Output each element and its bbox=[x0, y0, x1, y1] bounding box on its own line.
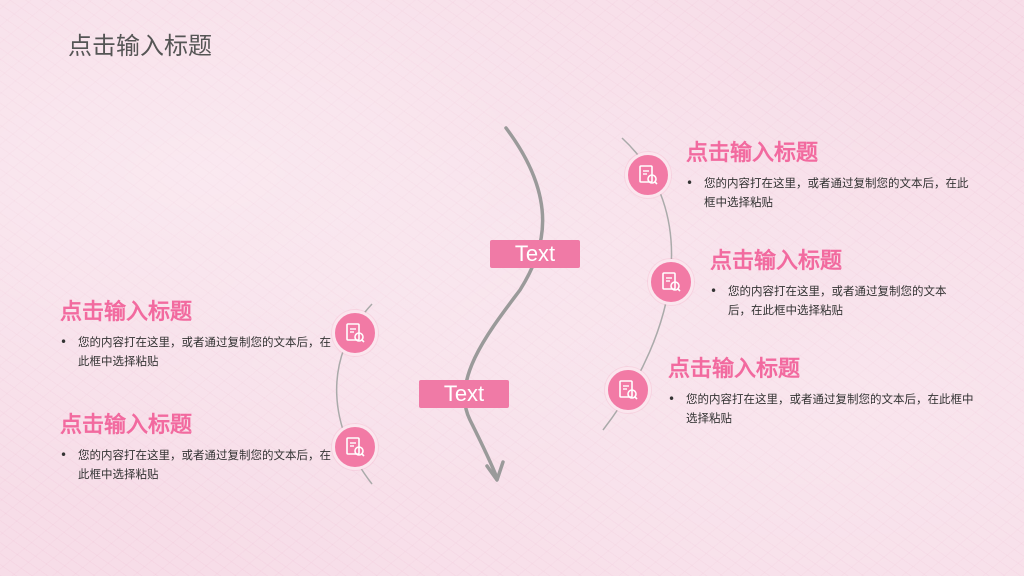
section-heading: 点击输入标题 bbox=[710, 249, 843, 274]
text-tag-lower: Text bbox=[419, 380, 509, 408]
section-body: 您的内容打在这里，或者通过复制您的文本后，在此框中选择粘贴 bbox=[60, 333, 340, 371]
section-body: 您的内容打在这里，或者通过复制您的文本后，在此框中选择粘贴 bbox=[710, 282, 968, 320]
section-body: 您的内容打在这里，或者通过复制您的文本后，在此框中选择粘贴 bbox=[686, 174, 974, 212]
document-check-icon bbox=[625, 152, 671, 198]
section-heading: 点击输入标题 bbox=[60, 413, 193, 438]
central-arrow-curve bbox=[463, 126, 545, 480]
text-tag-upper: Text bbox=[490, 240, 580, 268]
page-title: 点击输入标题 bbox=[68, 32, 212, 60]
document-check-icon bbox=[648, 259, 694, 305]
section-heading: 点击输入标题 bbox=[668, 357, 801, 382]
section-heading: 点击输入标题 bbox=[686, 141, 819, 166]
document-check-icon bbox=[605, 367, 651, 413]
section-body: 您的内容打在这里，或者通过复制您的文本后，在此框中选择粘贴 bbox=[60, 446, 340, 484]
arrow-head bbox=[485, 460, 505, 482]
section-body: 您的内容打在这里，或者通过复制您的文本后，在此框中选择粘贴 bbox=[668, 390, 976, 428]
section-heading: 点击输入标题 bbox=[60, 300, 193, 325]
